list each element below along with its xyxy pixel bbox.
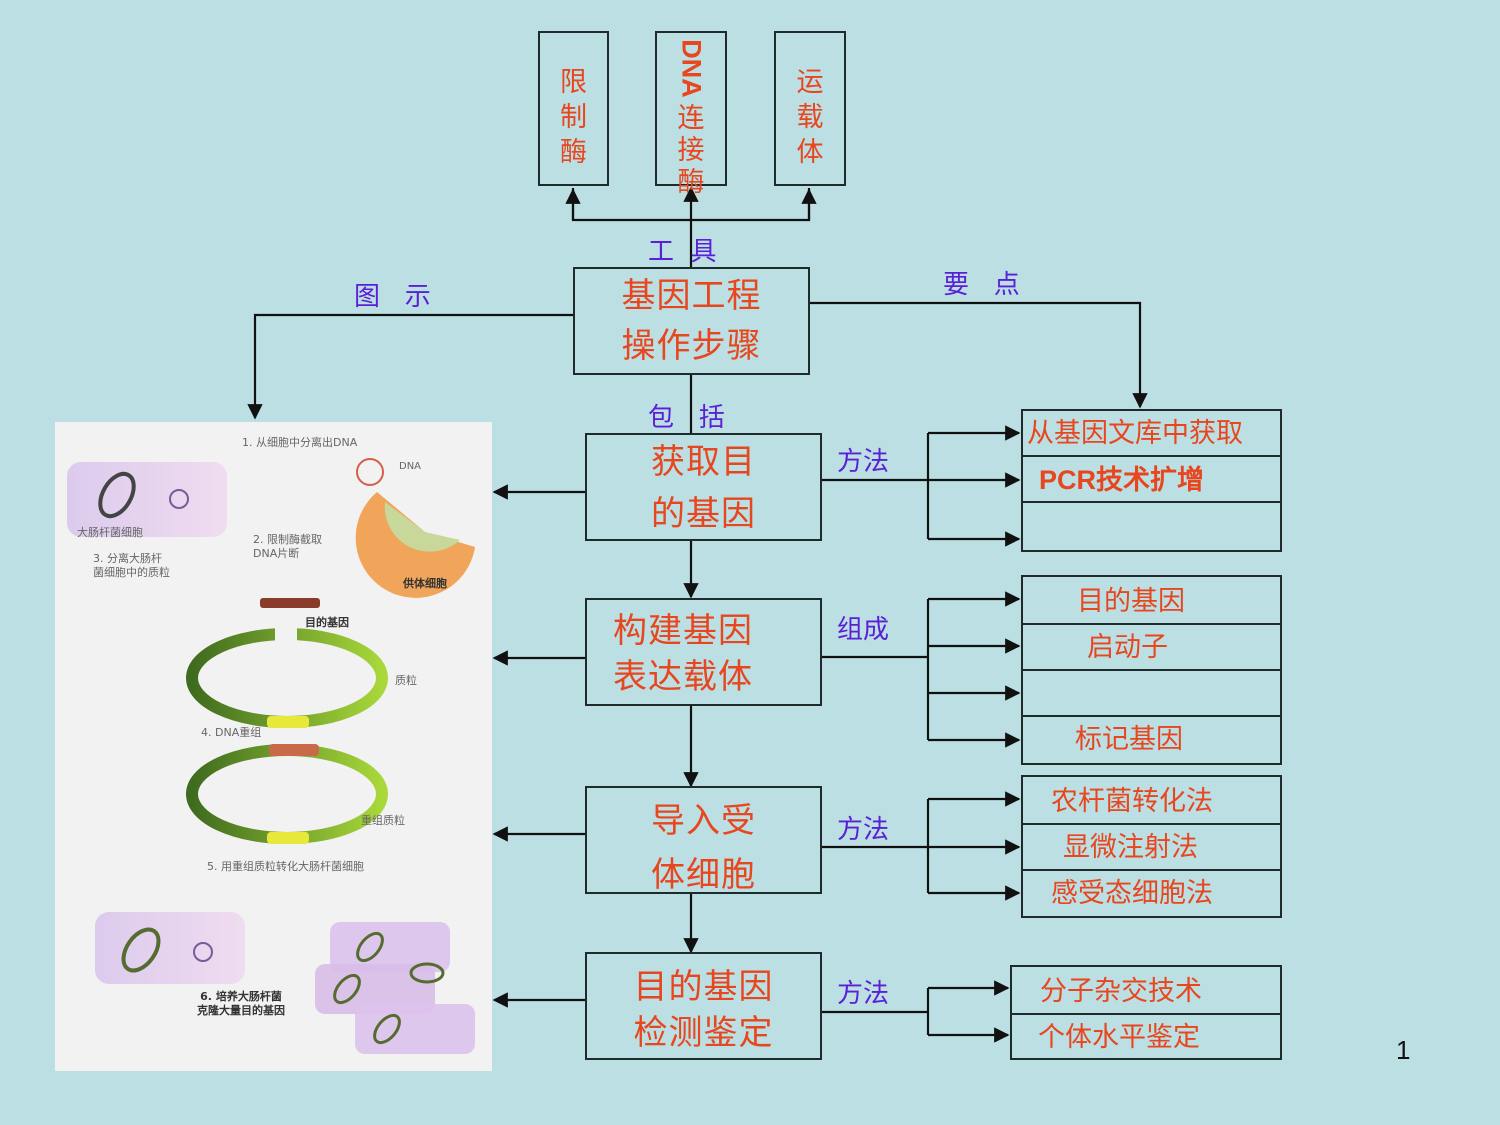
tool-restriction-enzyme-label: 限 制 酶 bbox=[560, 67, 587, 168]
option-molecular-hybridization: 分子杂交技术 bbox=[1012, 969, 1280, 1015]
illus-step4: 4. DNA重组 bbox=[201, 726, 262, 739]
option-promoter: 启动子 bbox=[1023, 625, 1280, 671]
illustration-connector bbox=[247, 313, 573, 420]
option-target-gene: 目的基因 bbox=[1023, 579, 1280, 625]
step-2-line1: 构建基因 bbox=[613, 611, 753, 651]
step-4-relation: 方法 bbox=[837, 979, 890, 1009]
option-blank bbox=[1023, 503, 1280, 549]
step-4-line1: 目的基因 bbox=[633, 967, 774, 1007]
option-agrobacterium: 农杆菌转化法 bbox=[1023, 779, 1280, 825]
illus-dna: DNA bbox=[399, 461, 422, 472]
dna-tangle bbox=[356, 458, 384, 486]
step-4-options: 分子杂交技术 个体水平鉴定 bbox=[1010, 965, 1282, 1060]
option-gene-library: 从基因文库中获取 bbox=[1023, 411, 1280, 457]
target-gene-fragment bbox=[260, 598, 320, 608]
step-1-line2: 的基因 bbox=[651, 494, 756, 534]
tool-dna-ligase-prefix: DNA bbox=[676, 39, 707, 98]
label-illustration: 图 示 bbox=[354, 282, 431, 312]
illus-step5: 5. 用重组质粒转化大肠杆菌细胞 bbox=[207, 860, 364, 873]
keypoints-connector bbox=[810, 301, 1148, 409]
tool-vector: 运 载 体 bbox=[774, 31, 846, 186]
plasmid-ring bbox=[186, 628, 388, 728]
illus-step2: 2. 限制酶截取 DNA片断 bbox=[253, 533, 322, 560]
node-title-line2: 操作步骤 bbox=[621, 326, 762, 366]
illus-donor-cell: 供体细胞 bbox=[403, 577, 447, 590]
illus-ecoli: 大肠杆菌细胞 bbox=[77, 526, 143, 539]
option-microinjection: 显微注射法 bbox=[1023, 825, 1280, 871]
step-3-relation: 方法 bbox=[837, 815, 890, 845]
illus-plasmid: 质粒 bbox=[395, 674, 417, 687]
ecoli-cell bbox=[67, 462, 227, 537]
step-introduce-into-recipient-cell: 导入受 体细胞 bbox=[585, 786, 822, 895]
tool-restriction-enzyme: 限 制 酶 bbox=[538, 31, 609, 186]
plasmid-small bbox=[98, 471, 136, 519]
step-3-options: 农杆菌转化法 显微注射法 感受态细胞法 bbox=[1021, 775, 1282, 918]
step-3-line2: 体细胞 bbox=[651, 855, 756, 895]
node-title-line1: 基因工程 bbox=[621, 276, 762, 316]
recombinant-plasmid-ring bbox=[186, 744, 388, 844]
illus-step3: 3. 分离大肠杆 菌细胞中的质粒 bbox=[93, 552, 170, 579]
label-includes: 包 括 bbox=[648, 403, 725, 433]
option-marker-gene: 标记基因 bbox=[1075, 724, 1183, 755]
step-1-line1: 获取目 bbox=[651, 442, 756, 482]
tool-dna-ligase-label: 连 接 酶 bbox=[677, 103, 705, 198]
step-2-relation: 组成 bbox=[837, 615, 890, 645]
tool-vector-label: 运 载 体 bbox=[796, 67, 824, 168]
illus-step1: 1. 从细胞中分离出DNA bbox=[242, 436, 358, 449]
step-2-line2: 表达载体 bbox=[613, 657, 753, 697]
page-number: 1 bbox=[1396, 1035, 1411, 1065]
illus-recombinant: 重组质粒 bbox=[361, 814, 405, 827]
illus-target-gene: 目的基因 bbox=[305, 616, 349, 629]
step-3-line1: 导入受 bbox=[651, 801, 756, 841]
step-1-options: 从基因文库中获取 PCR技术扩增 bbox=[1021, 409, 1282, 552]
step-build-expression-vector: 构建基因 表达载体 bbox=[585, 598, 822, 706]
option-competent-cell: 感受态细胞法 bbox=[1051, 878, 1213, 909]
step-obtain-target-gene: 获取目 的基因 bbox=[585, 433, 822, 541]
step-2-options: 目的基因 启动子 标记基因 bbox=[1021, 575, 1282, 765]
illustration-graphics bbox=[67, 458, 475, 1054]
gene-engineering-illustration: 1. 从细胞中分离出DNA DNA 大肠杆菌细胞 2. 限制酶截取 DNA片断 … bbox=[55, 422, 492, 1071]
option-blank bbox=[1023, 671, 1280, 717]
illus-step6: 6. 培养大肠杆菌 克隆大量目的基因 bbox=[197, 990, 285, 1017]
label-key-points: 要 点 bbox=[943, 270, 1020, 300]
step-4-line2: 检测鉴定 bbox=[633, 1013, 774, 1053]
option-pcr: PCR技术扩增 bbox=[1023, 457, 1280, 503]
ecoli-cell-transformed bbox=[95, 912, 245, 984]
node-gene-engineering-steps: 基因工程 操作步骤 bbox=[573, 267, 810, 375]
option-individual-level: 个体水平鉴定 bbox=[1038, 1022, 1200, 1053]
step-1-relation: 方法 bbox=[837, 447, 890, 477]
label-tools: 工 具 bbox=[648, 237, 717, 267]
step-detection-identification: 目的基因 检测鉴定 bbox=[585, 952, 822, 1060]
tool-dna-ligase: DNA 连 接 酶 bbox=[655, 31, 727, 198]
